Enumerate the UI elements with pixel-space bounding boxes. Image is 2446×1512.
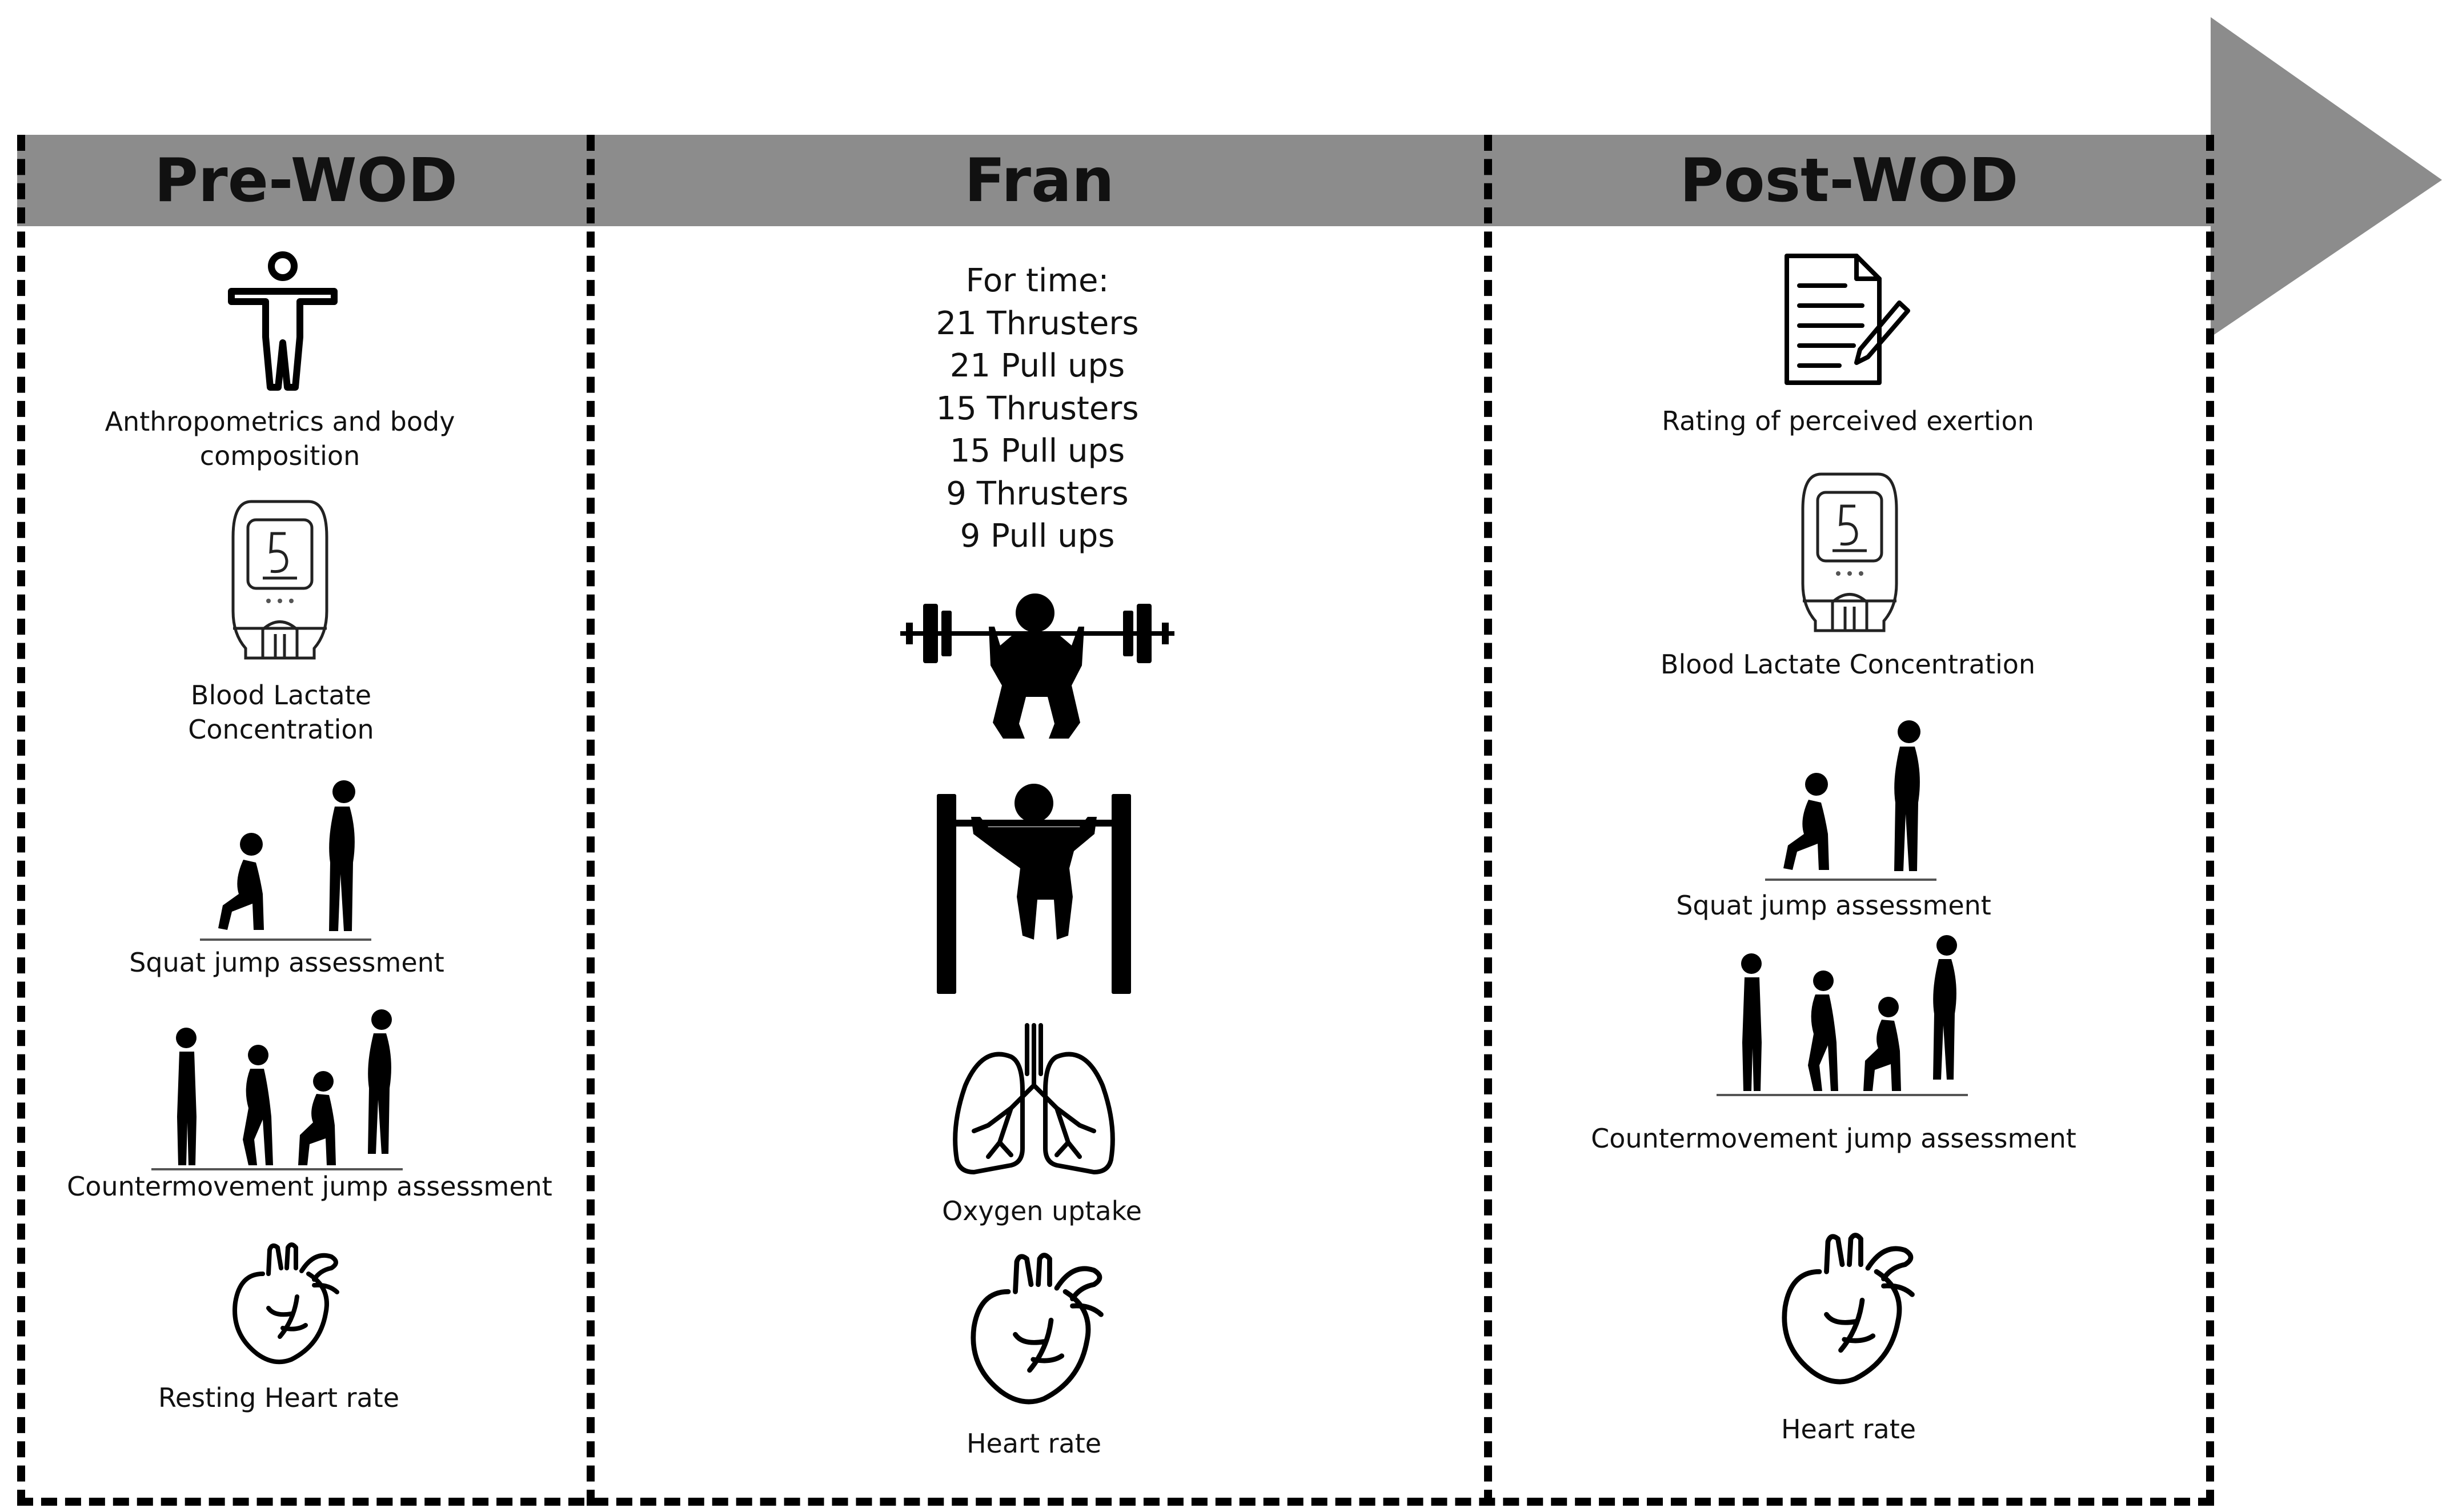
- border-left: [17, 135, 25, 1506]
- heart-rate-label: Heart rate: [1781, 1414, 1916, 1445]
- heart-organ-icon: [232, 1242, 339, 1365]
- blood-lactate-label: Blood Lactate Concentration: [188, 680, 374, 745]
- rpe-label: Rating of perceived exertion: [1662, 406, 2034, 436]
- workout-line: 15 Thrusters: [936, 390, 1139, 427]
- border-divider-2: [1484, 135, 1492, 1506]
- lactate-meter-icon: [231, 500, 328, 660]
- squat-jump-label: Squat jump assessment: [1676, 890, 1991, 921]
- border-right: [2206, 135, 2214, 1506]
- squat-jump-icon: [200, 780, 371, 941]
- blood-lactate-label: Blood Lactate Concentration: [1660, 649, 2036, 680]
- heart-organ-icon: [1782, 1233, 1915, 1385]
- border-bottom: [17, 1498, 2214, 1506]
- lactate-meter-icon: [1801, 472, 1898, 632]
- workout-line: 9 Thrusters: [946, 475, 1129, 512]
- anthropometrics-label: Anthropometrics and body composition: [105, 406, 455, 471]
- workout-line: For time:: [965, 262, 1109, 299]
- countermovement-jump-icon: [151, 1009, 403, 1170]
- pull-up-bar-icon: [937, 784, 1131, 994]
- document-pen-icon: [1785, 254, 1910, 385]
- workout-line: 21 Pull ups: [949, 347, 1125, 384]
- workout-line: 9 Pull ups: [960, 518, 1115, 555]
- countermovement-jump-label: Countermovement jump assessment: [67, 1171, 552, 1202]
- heart-rate-label: Heart rate: [966, 1428, 1102, 1459]
- oxygen-uptake-label: Oxygen uptake: [942, 1196, 1142, 1226]
- post-wod-title: Post-WOD: [1679, 146, 2019, 215]
- fran-title: Fran: [964, 146, 1114, 215]
- workout-description: For time: 21 Thrusters 21 Pull ups 15 Th…: [936, 260, 1138, 558]
- squat-jump-icon: [1765, 720, 1936, 881]
- border-divider-1: [587, 135, 595, 1506]
- countermovement-jump-icon: [1717, 935, 1968, 1096]
- countermovement-jump-label: Countermovement jump assessment: [1591, 1123, 2076, 1154]
- thruster-barbell-icon: [900, 593, 1174, 739]
- heart-organ-icon: [971, 1253, 1104, 1405]
- pre-wod-title: Pre-WOD: [154, 146, 458, 215]
- resting-heart-rate-label: Resting Heart rate: [158, 1382, 400, 1413]
- workout-line: 21 Thrusters: [936, 304, 1139, 342]
- workout-line: 15 Pull ups: [949, 432, 1125, 470]
- body-figure-icon: [228, 251, 338, 391]
- squat-jump-label: Squat jump assessment: [129, 947, 444, 978]
- lungs-icon: [953, 1023, 1115, 1174]
